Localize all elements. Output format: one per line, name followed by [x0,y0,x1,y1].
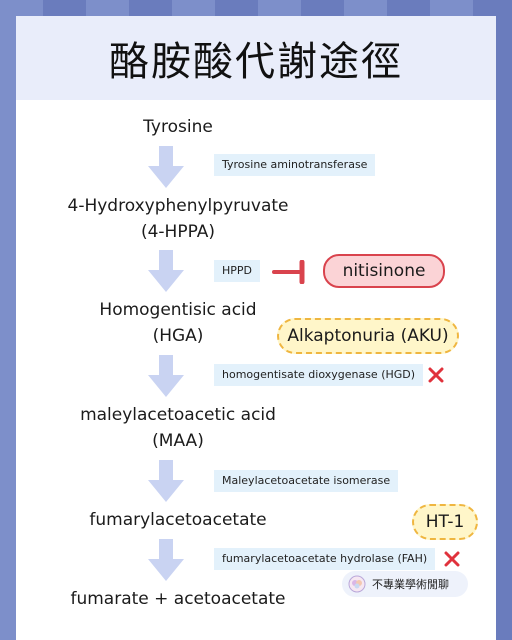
metabolite-label: fumarate + acetoacetate [70,589,286,609]
metabolite-fumarylacetoacetate: fumarylacetoacetate [70,507,286,533]
metabolite-label: fumarylacetoacetate [89,510,267,530]
blocked-x-icon [428,367,444,383]
metabolite-label: Homogentisic acid [99,300,257,320]
inhibition-icon [272,260,305,284]
enzyme-fah: fumarylacetoacetate hydrolase (FAH) [214,548,436,570]
metabolite-4-hppa: 4-Hydroxyphenylpyruvate (4-HPPA) [60,193,296,245]
blocked-x-icon [444,551,460,567]
metabolite-abbrev: (MAA) [152,431,204,451]
disease-ht1: HT-1 [412,504,478,540]
badge-text: 不專業學術閒聊 [372,578,449,591]
metabolite-label: 4-Hydroxyphenylpyruvate [67,196,289,216]
metabolite-abbrev: (HGA) [152,326,204,346]
down-arrow-icon [148,539,184,581]
metabolite-tyrosine: Tyrosine [98,114,258,140]
down-arrow-icon [148,460,184,502]
page-title: 酪胺酸代謝途徑 [109,39,403,85]
metabolite-label: maleylacetoacetic acid [80,405,276,425]
enzyme-tyrosine-aminotransferase: Tyrosine aminotransferase [214,154,376,176]
brain-logo-icon [348,575,366,593]
down-arrow-icon [148,250,184,292]
metabolite-hga: Homogentisic acid (HGA) [80,297,276,349]
down-arrow-icon [148,146,184,188]
down-arrow-icon [148,355,184,397]
drug-nitisinone: nitisinone [323,254,445,288]
enzyme-hppd: HPPD [214,260,261,282]
disease-alkaptonuria: Alkaptonuria (AKU) [277,318,459,354]
metabolite-abbrev: (4-HPPA) [140,222,216,242]
enzyme-hgd: homogentisate dioxygenase (HGD) [214,364,424,386]
metabolite-maa: maleylacetoacetic acid (MAA) [70,402,286,454]
metabolite-label: Tyrosine [143,117,213,137]
source-badge: 不專業學術閒聊 [342,571,468,597]
title-bar: 酪胺酸代謝途徑 [16,16,496,100]
enzyme-maleylacetoacetate-isomerase: Maleylacetoacetate isomerase [214,470,399,492]
metabolite-fumarate-acetoacetate: fumarate + acetoacetate [60,586,296,612]
